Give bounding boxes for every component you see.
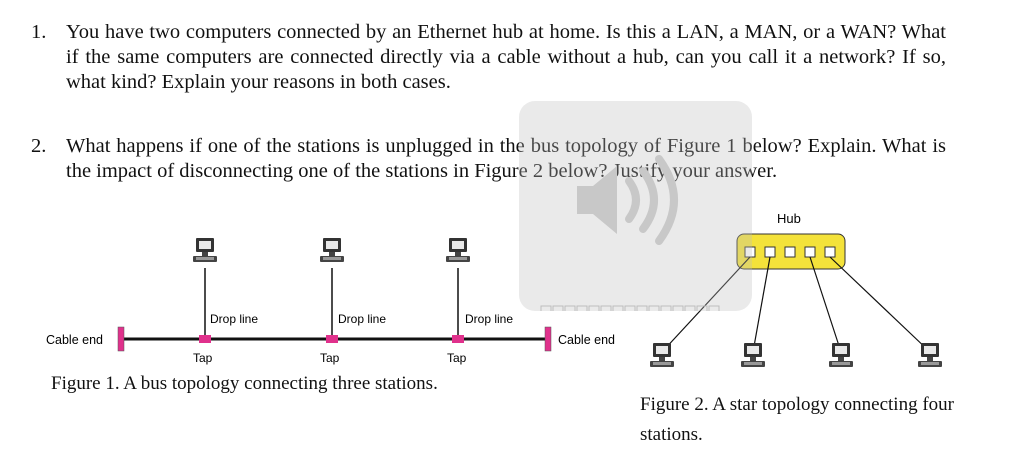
cable-end-right xyxy=(544,326,552,352)
question-number: 2. xyxy=(31,135,47,157)
tap-label: Tap xyxy=(447,351,467,365)
bus-topology-figure: Cable end Cable end Drop line Drop line … xyxy=(46,238,615,365)
computer-icon xyxy=(918,343,942,367)
drop-line-label: Drop line xyxy=(210,312,258,326)
star-topology-figure: Hub xyxy=(650,211,942,367)
tap-label: Tap xyxy=(320,351,340,365)
computer-icon xyxy=(650,343,674,367)
tap-label: Tap xyxy=(193,351,213,365)
tap xyxy=(452,335,464,343)
cable-end-left-label: Cable end xyxy=(46,333,103,347)
drop-line-label: Drop line xyxy=(338,312,386,326)
speaker-icon xyxy=(540,155,720,311)
tap xyxy=(326,335,338,343)
hub-label: Hub xyxy=(777,211,801,226)
computer-icon xyxy=(193,238,217,262)
cable-end-right-label: Cable end xyxy=(558,333,615,347)
question-text: You have two computers connected by an E… xyxy=(66,21,946,93)
computer-icon xyxy=(320,238,344,262)
figure-2-caption: Figure 2. A star topology connecting fou… xyxy=(640,394,954,445)
tap xyxy=(199,335,211,343)
computer-icon xyxy=(446,238,470,262)
audio-overlay[interactable] xyxy=(519,101,752,311)
question-number: 1. xyxy=(31,21,47,43)
drop-line-label: Drop line xyxy=(465,312,513,326)
figure-1-caption: Figure 1. A bus topology connecting thre… xyxy=(51,373,438,394)
computer-icon xyxy=(741,343,765,367)
cable-end-left xyxy=(117,326,125,352)
computer-icon xyxy=(829,343,853,367)
star-links xyxy=(661,256,931,353)
question-text: What happens if one of the stations is u… xyxy=(66,135,946,182)
